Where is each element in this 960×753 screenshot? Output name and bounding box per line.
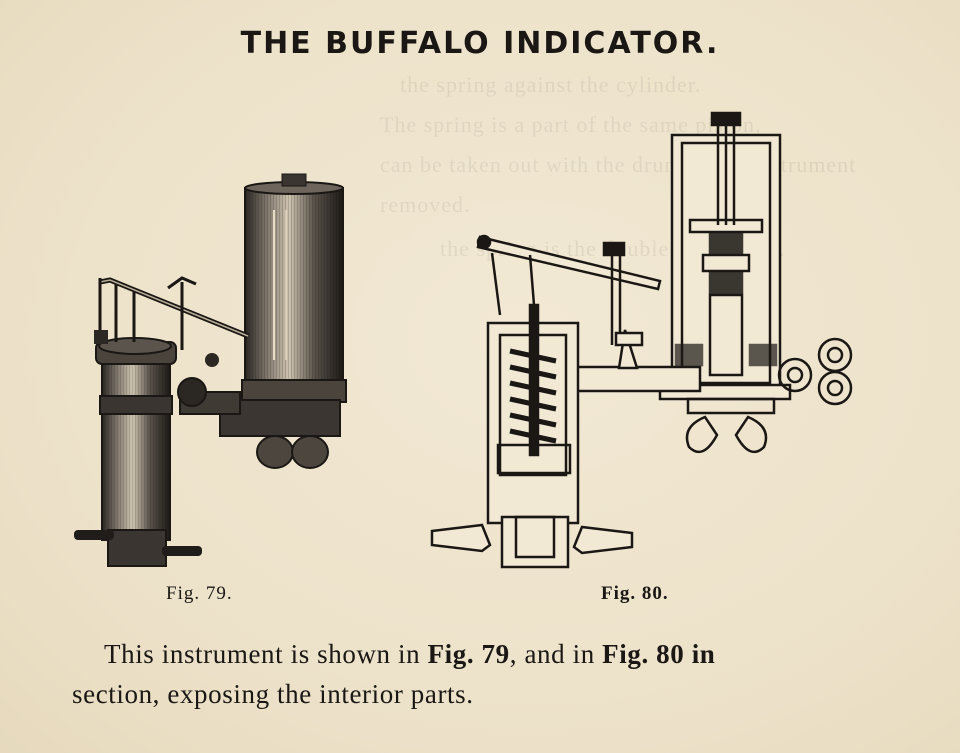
figure-79-illustration: [74, 173, 347, 567]
paragraph-text: , and in: [509, 639, 603, 669]
ghost-line: removed.: [380, 192, 471, 217]
figure-reference: Fig. 80 in: [602, 639, 716, 669]
page-title: THE BUFFALO INDICATOR.: [240, 26, 720, 61]
figure-80-caption: Fig. 80.: [601, 583, 669, 604]
paragraph-line-2: section, exposing the interior parts.: [72, 679, 474, 709]
ghost-line: The spring is a part of the same piston,: [380, 112, 762, 137]
ghost-line: the spring against the cylinder.: [400, 72, 702, 97]
body-paragraph: This instrument is shown in Fig. 79, and…: [72, 634, 872, 714]
paragraph-text: This instrument is shown in: [104, 639, 428, 669]
figure-reference: Fig. 79: [427, 639, 510, 669]
figure-80-illustration: [430, 111, 853, 569]
paragraph-line-1: This instrument is shown in Fig. 79, and…: [72, 634, 872, 674]
figure-79-caption: Fig. 79.: [166, 583, 233, 604]
